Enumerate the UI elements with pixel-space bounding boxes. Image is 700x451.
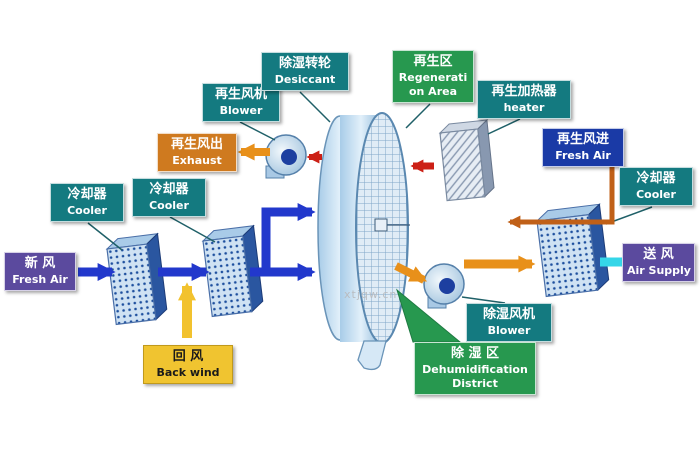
regen-fan <box>265 134 307 179</box>
label-cooler-2-en: Cooler <box>149 198 189 212</box>
heater-box <box>438 118 495 202</box>
label-dehumid-blower: 除湿风机 Blower <box>466 303 552 343</box>
label-back-wind: 回 风 Back wind <box>143 345 233 385</box>
arrow-regen-fresh-air-path <box>507 154 615 229</box>
pointer-desiccant <box>299 91 331 123</box>
desiccant-wheel <box>317 112 410 371</box>
label-cooler-1-zh: 冷却器 <box>67 187 107 202</box>
wheel-hub <box>374 218 388 232</box>
label-exhaust-en: Exhaust <box>172 153 222 167</box>
regen-fan-hub <box>281 149 297 165</box>
label-regen-area-zh: 再生区 <box>413 54 453 69</box>
label-heater-zh: 再生加热器 <box>491 84 557 99</box>
label-dehumid-blower-en: Blower <box>487 323 531 337</box>
pointer-cooler1 <box>87 222 123 251</box>
label-fresh-air-in-zh: 新 风 <box>24 256 56 271</box>
label-desiccant: 除湿转轮 Desiccant <box>261 52 349 92</box>
label-exhaust-zh: 再生风出 <box>170 137 223 152</box>
label-dehumid-blower-zh: 除湿风机 <box>482 307 535 322</box>
pointer-cooler2 <box>169 216 216 243</box>
cooler-box-3 <box>535 203 610 298</box>
arrow-wheel-to-dehumid-fan <box>394 262 428 284</box>
label-cooler-3: 冷却器 Cooler <box>619 167 693 207</box>
pointer-regen-blower <box>239 121 276 141</box>
cooler-box-1 <box>105 232 168 326</box>
label-regen-blower-en: Blower <box>219 103 263 117</box>
flow-arrows <box>78 143 644 338</box>
arrow-cooler2-to-wheel-high <box>261 203 316 268</box>
label-dehumid-district-en2: District <box>452 377 498 391</box>
label-air-supply: 送 风 Air Supply <box>622 243 695 283</box>
label-cooler-2: 冷却器 Cooler <box>132 178 206 218</box>
label-regen-fresh-air-zh: 再生风进 <box>556 132 609 147</box>
dehumid-fan <box>423 263 465 309</box>
label-heater-en: heater <box>503 100 545 114</box>
label-exhaust: 再生风出 Exhaust <box>157 133 237 173</box>
label-regen-area-en1: Regenerati <box>398 70 468 84</box>
wheel-bottom-tab <box>357 340 387 371</box>
label-back-wind-zh: 回 风 <box>172 349 204 364</box>
pointer-heater <box>487 118 521 135</box>
dehumid-fan-hub <box>439 278 455 294</box>
label-dehumid-district: 除 湿 区 Dehumidification District <box>414 342 536 396</box>
label-cooler-1: 冷却器 Cooler <box>50 183 124 223</box>
label-dehumid-district-en1: Dehumidification <box>422 362 528 376</box>
label-fresh-air-in: 新 风 Fresh Air <box>4 252 76 292</box>
label-dehumid-district-zh: 除 湿 区 <box>450 346 500 361</box>
label-fresh-air-in-en: Fresh Air <box>12 272 68 286</box>
pointer-lines <box>87 91 653 304</box>
label-regen-area-en2: on Area <box>408 85 458 99</box>
label-cooler-2-zh: 冷却器 <box>149 182 189 197</box>
pointer-regen-area <box>405 103 431 129</box>
pointer-dehumid-blower <box>461 296 506 304</box>
watermark: xtjqw.cn <box>344 288 398 301</box>
label-regen-fresh-air-en: Fresh Air <box>555 148 611 162</box>
label-regen-blower-zh: 再生风机 <box>214 87 267 102</box>
label-back-wind-en: Back wind <box>156 365 220 379</box>
label-regen-fresh-air: 再生风进 Fresh Air <box>542 128 624 168</box>
label-cooler-1-en: Cooler <box>67 203 107 217</box>
label-regen-area: 再生区 Regenerati on Area <box>392 50 474 104</box>
label-cooler-3-en: Cooler <box>636 187 676 201</box>
label-air-supply-en: Air Supply <box>627 263 691 277</box>
label-desiccant-zh: 除湿转轮 <box>278 56 331 71</box>
label-air-supply-zh: 送 风 <box>643 247 674 262</box>
label-heater: 再生加热器 heater <box>477 80 571 120</box>
label-cooler-3-zh: 冷却器 <box>636 171 676 186</box>
label-desiccant-en: Desiccant <box>274 72 336 86</box>
